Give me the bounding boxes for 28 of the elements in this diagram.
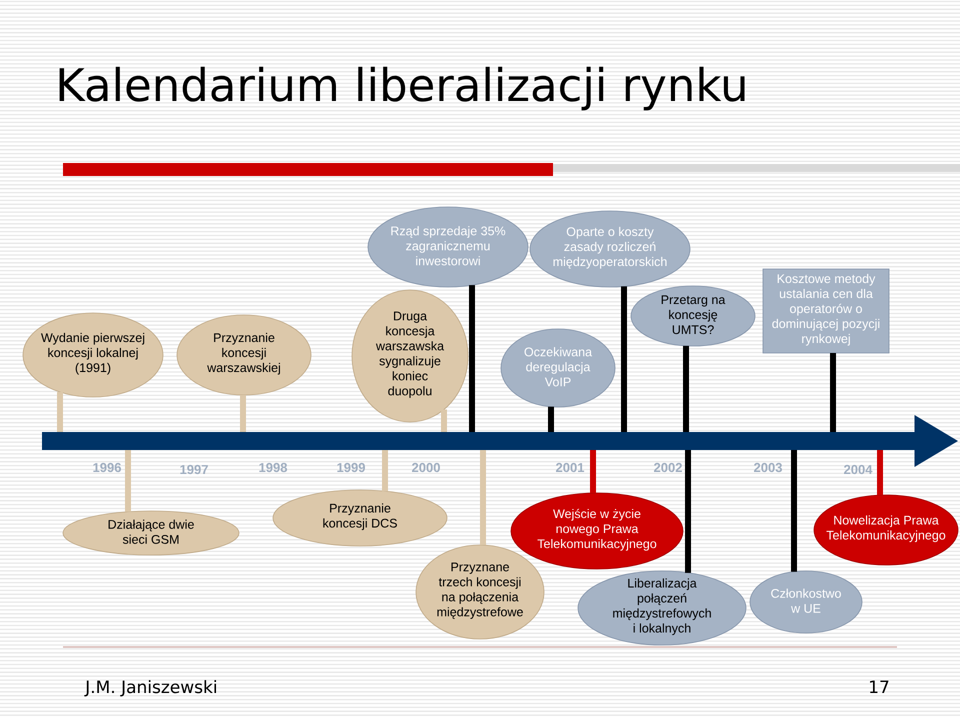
stem-line — [548, 406, 554, 432]
year-label: 2001 — [556, 462, 584, 472]
stem-line — [57, 392, 63, 432]
stem-line — [791, 450, 797, 572]
stem-line — [469, 285, 475, 432]
stem-line — [125, 450, 131, 512]
stem-line — [683, 346, 689, 432]
year-label: 1998 — [259, 462, 288, 472]
stem-line — [441, 409, 447, 432]
stem-line — [830, 353, 836, 432]
stem-line — [877, 450, 884, 496]
year-label: 2000 — [412, 462, 440, 472]
stem-line — [240, 395, 246, 432]
stem-line — [621, 286, 627, 432]
year-label: 1997 — [180, 464, 208, 474]
author-name: J.M. Janiszewski — [84, 680, 216, 696]
year-label: 1999 — [337, 462, 365, 472]
year-label: 2002 — [654, 462, 682, 472]
year-label: 2004 — [844, 464, 872, 474]
year-label: 2003 — [754, 462, 782, 472]
title: Kalendarium liberalizacji rynku — [60, 66, 745, 110]
event-box: Kosztowe metody ustalania cen dla operatorów o dominującej pozycji rynkowej — [762, 268, 890, 354]
year-label: 1996 — [93, 462, 121, 472]
stem-line — [685, 450, 691, 573]
stem-line — [590, 450, 596, 494]
stem-line — [382, 450, 388, 492]
stem-line — [480, 450, 486, 546]
page-number: 17 — [870, 680, 888, 693]
